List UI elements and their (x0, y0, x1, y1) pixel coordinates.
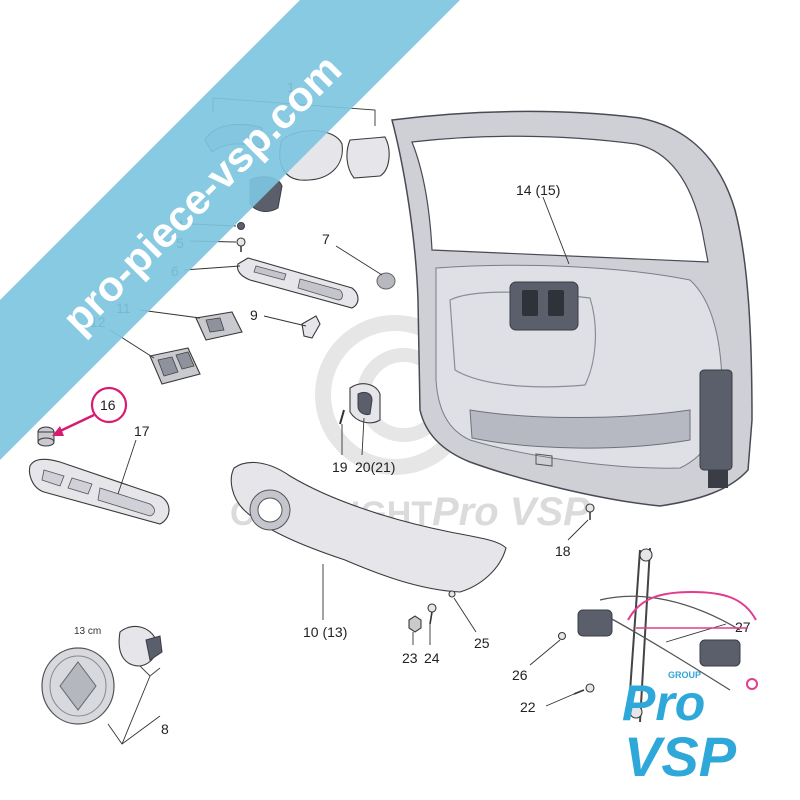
logo-group-text: GROUP (668, 670, 701, 680)
switch-12 (149, 347, 201, 385)
label-7: 7 (322, 231, 330, 247)
label-9: 9 (250, 307, 258, 323)
logo-pro-text: Pro (622, 675, 705, 731)
window-regulator (577, 547, 741, 723)
label-27: 27 (735, 619, 751, 635)
label-24: 24 (424, 650, 440, 666)
label-23: 23 (402, 650, 418, 666)
screw-5 (236, 237, 246, 252)
logo-vsp-text: VSP (624, 725, 737, 788)
label-20-21: 20(21) (355, 459, 395, 475)
inner-handle (349, 383, 381, 424)
screw-23 (408, 615, 422, 633)
label-19: 19 (332, 459, 348, 475)
screw-22 (573, 683, 595, 695)
label-25: 25 (474, 635, 490, 651)
label-17: 17 (134, 423, 150, 439)
label-18: 18 (555, 543, 571, 559)
cap-7 (376, 272, 396, 290)
measurement-13cm: 13 cm (74, 626, 101, 637)
highlight-16 (52, 386, 128, 436)
copyright-brand: Pro VSP (432, 490, 590, 534)
provsp-logo: GROUP Pro VSP (622, 590, 758, 788)
screw-25 (448, 590, 456, 598)
handle-bezel (236, 257, 359, 309)
door-frame (391, 110, 753, 507)
banner-text: pro-piece-vsp.com (53, 45, 350, 342)
screw-24 (427, 603, 437, 625)
label-14-15: 14 (15) (516, 182, 560, 198)
label-8: 8 (161, 721, 169, 737)
speaker-grille (41, 647, 115, 725)
speaker-bracket (118, 625, 163, 677)
label-10-13: 10 (13) (303, 624, 347, 640)
clip-9 (301, 315, 321, 339)
armrest-trim (230, 461, 507, 593)
label-22: 22 (520, 699, 536, 715)
switch-11 (195, 311, 243, 341)
screw-26 (557, 631, 567, 641)
screw-19 (339, 409, 345, 425)
label-16: 16 (100, 397, 116, 413)
label-26: 26 (512, 667, 528, 683)
screw-4 (237, 222, 245, 230)
website-banner: pro-piece-vsp.com (0, 0, 460, 460)
knob-16 (37, 426, 55, 447)
screw-18 (585, 503, 595, 520)
bezel-17 (28, 458, 170, 525)
